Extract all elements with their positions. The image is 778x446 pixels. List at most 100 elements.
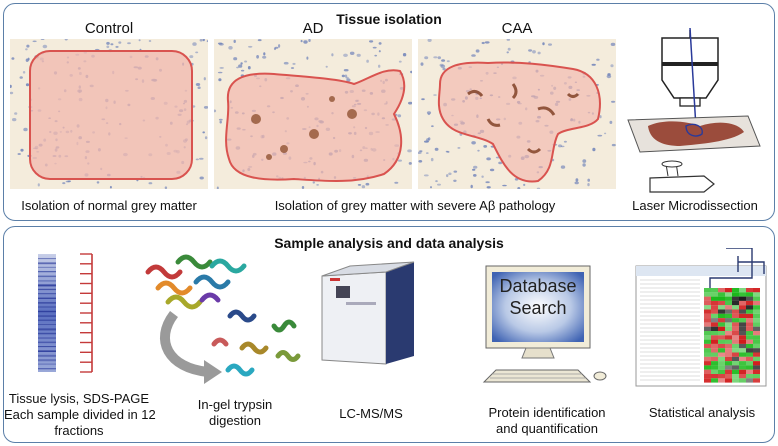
nucleus [517,187,521,189]
nucleus [96,181,100,184]
nucleus [421,98,425,101]
heatmap-cell [746,313,753,319]
nucleus [453,179,457,182]
nucleus [558,144,562,148]
nucleus [10,84,12,88]
nucleus [325,65,328,68]
heatmap-cell [704,335,711,340]
heatmap-cell [725,326,732,331]
heatmap-cell [725,374,732,379]
gel-band [38,310,56,313]
nucleus [110,43,114,46]
heatmap-cell [732,356,739,362]
nucleus [217,71,223,74]
heatmap-cell [711,352,718,357]
heatmap-cell [725,288,732,293]
heatmap-cell [704,305,711,310]
nucleus [236,66,239,69]
heatmap-cell [704,369,711,374]
nucleus [592,147,596,152]
heatmap-cell [711,288,718,293]
heatmap-cell [753,343,760,349]
gel-band [38,302,56,304]
heatmap-cell [704,356,711,362]
nucleus [485,181,490,184]
heatmap-cell [739,352,746,357]
nucleus [610,42,616,46]
nucleus [378,50,381,53]
nucleus [433,94,437,96]
nucleus [587,183,590,187]
nucleus [394,181,399,184]
nucleus [431,125,434,128]
heatmap-cell [739,378,746,383]
nucleus [506,39,510,41]
heatmap-cell [739,322,746,327]
nucleus [398,60,402,63]
heatmap-cell [753,322,760,327]
spreadsheet-rows [640,279,700,381]
nucleus [426,138,430,142]
heatmap-cell [739,326,746,331]
nucleus [473,165,478,169]
caption-normal-grey-matter: Isolation of normal grey matter [21,198,197,213]
nucleus [247,66,251,70]
nucleus [192,42,197,46]
nucleus [283,61,289,65]
nucleus [300,39,303,43]
gel-band [38,354,56,357]
nucleus [506,51,509,54]
nucleus [475,49,480,53]
nucleus [361,185,366,189]
nucleus [446,174,449,178]
heatmap-cell [725,292,732,297]
statistical-analysis-illustration [635,248,767,387]
nucleus [64,39,68,41]
nucleus [442,67,446,71]
objective-band [662,62,718,66]
nucleus [12,118,17,122]
heatmap-cell [725,348,732,353]
heatmap-cell [746,318,753,323]
heatmap-cell [718,296,725,301]
nucleus [477,149,480,152]
nucleus [344,74,348,78]
nucleus [611,100,616,103]
nucleus [263,52,266,56]
nucleus [32,40,37,43]
heatmap-cell [711,292,718,297]
nucleus [203,106,208,109]
step-caption-sds-page-line1: Tissue lysis, SDS-PAGE [8,391,150,406]
gel-band [38,280,56,282]
heatmap-cell [732,352,739,357]
spreadsheet-toolbar [636,266,766,276]
heatmap-cell [746,331,753,336]
nucleus [430,157,434,162]
nucleus [23,127,28,132]
nucleus [369,40,374,43]
heatmap-cell [711,326,718,331]
cut-outline [685,123,703,137]
nucleus [301,186,305,189]
heatmap-cell [704,296,711,301]
nucleus [216,186,219,189]
nucleus [278,44,281,48]
heatmap-cell [704,292,711,297]
heatmap-cell [711,378,718,383]
heatmap-cell [718,292,725,297]
heatmap-cell [746,339,753,344]
ms-detail [346,302,376,305]
heatmap-cell [711,369,718,374]
nucleus [42,44,48,49]
heatmap-cell [704,365,711,370]
column-header-control: Control [84,20,134,37]
nucleus [127,42,131,45]
ms-top [321,261,415,277]
heatmap-cell [732,318,739,323]
nucleus [240,69,245,72]
gel-band [38,324,56,325]
gel-band [38,262,56,265]
nucleus [199,39,203,42]
nucleus [17,153,21,155]
control-tissue-image [10,39,208,189]
